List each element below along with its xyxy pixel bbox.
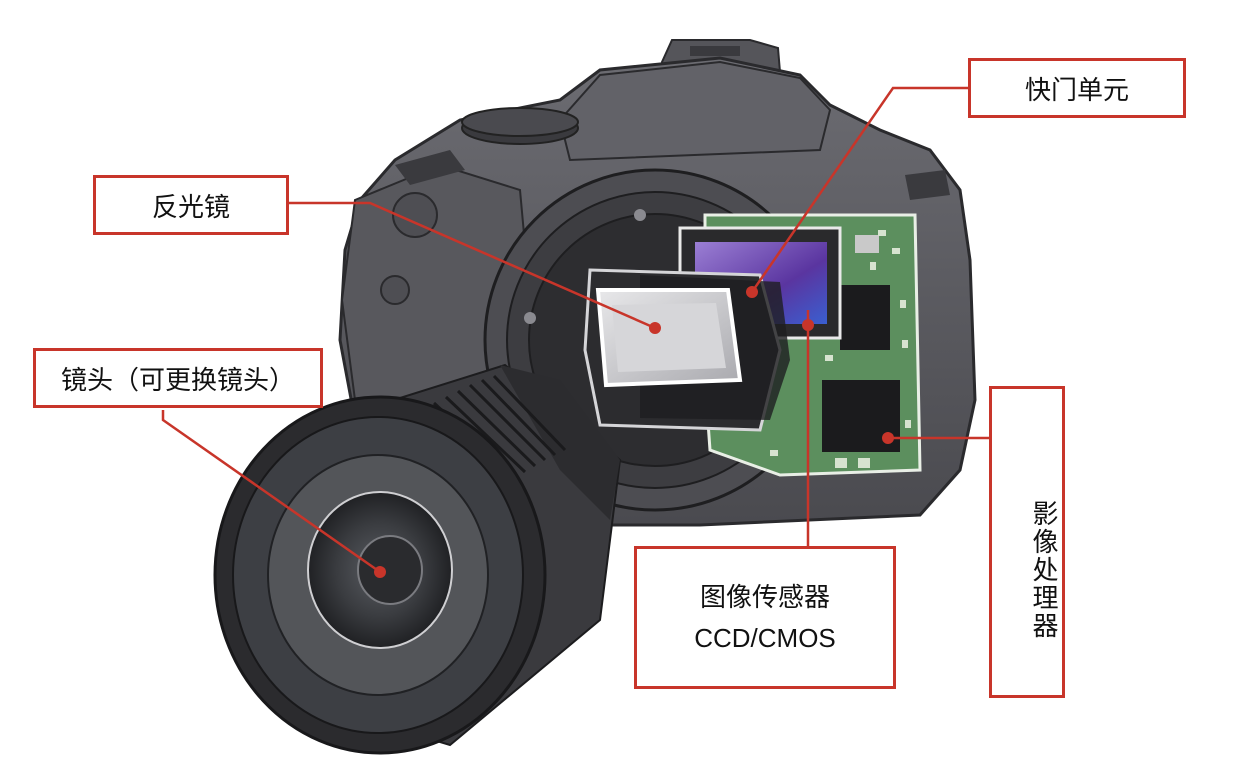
callout-lines bbox=[161, 86, 989, 574]
reflex-mirror bbox=[595, 288, 743, 388]
label-image-processor: 影像处理器 bbox=[989, 386, 1065, 698]
callout-dot-processor bbox=[882, 432, 894, 444]
label-shutter-text: 快门单元 bbox=[1024, 75, 1129, 106]
callout-dots bbox=[374, 286, 894, 578]
label-sensor: 图像传感器 CCD/CMOS bbox=[634, 546, 896, 689]
label-sensor-subtitle: CCD/CMOS bbox=[694, 622, 836, 653]
callout-line-lens bbox=[161, 410, 381, 574]
lens bbox=[213, 363, 622, 755]
callout-dot-mirror bbox=[649, 322, 661, 334]
label-sensor-title: 图像传感器 bbox=[699, 582, 830, 613]
label-lens: 镜头（可更换镜头） bbox=[33, 348, 323, 408]
callout-dot-shutter bbox=[746, 286, 758, 298]
callout-line-mirror bbox=[289, 201, 656, 330]
label-image-processor-text: 影像处理器 bbox=[1028, 500, 1058, 640]
label-lens-text: 镜头（可更换镜头） bbox=[60, 365, 295, 396]
label-shutter: 快门单元 bbox=[968, 58, 1186, 118]
label-mirror-text: 反光镜 bbox=[151, 192, 230, 223]
callout-line-shutter bbox=[750, 86, 968, 293]
callout-dot-sensor bbox=[802, 319, 814, 331]
label-mirror: 反光镜 bbox=[93, 175, 289, 235]
callout-dot-lens bbox=[374, 566, 386, 578]
